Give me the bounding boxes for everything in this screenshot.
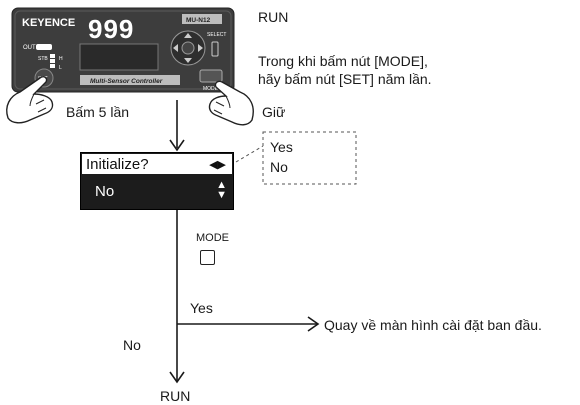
out-label: OUT (23, 45, 36, 51)
controller-label: Multi-Sensor Controller (90, 78, 163, 85)
option-yes: Yes (270, 139, 293, 155)
left-hand-icon (6, 76, 54, 124)
right-hand-icon (208, 80, 254, 126)
options-callout (262, 131, 357, 185)
no-label: No (123, 337, 141, 353)
press-five-label: Bấm 5 lần (66, 104, 130, 120)
dpad-up-icon[interactable] (184, 33, 192, 38)
mode-button-icon (200, 250, 215, 265)
yes-result-text: Quay về màn hình cài đặt ban đầu. (324, 317, 542, 333)
arrow-down-icon (169, 139, 185, 152)
state-top-run: RUN (258, 9, 289, 25)
display-value: 999 (88, 14, 134, 44)
dpad-right-icon[interactable] (198, 44, 203, 52)
dpad-left-icon[interactable] (173, 44, 178, 52)
up-down-arrows-icon: ▲▼ (216, 179, 227, 201)
mode-label-device: MODE (203, 86, 219, 92)
state-bottom-run: RUN (160, 388, 191, 404)
hold-label: Giữ (262, 104, 286, 120)
arrow-down-bottom-icon (169, 371, 185, 384)
instruction-line-1: Trong khi bấm nút [MODE], (258, 53, 428, 69)
select-button[interactable] (211, 41, 219, 57)
stb-label: STB (38, 56, 48, 62)
instruction-line-2: hãy bấm nút [SET] năm lần. (258, 71, 432, 87)
dpad-down-icon[interactable] (184, 58, 192, 63)
left-right-arrows-icon: ◀▶ (209, 159, 226, 171)
mode-button-device[interactable] (199, 69, 223, 83)
controller-illustration: KEYENCE 999 OUT STB H L SET Multi-Sensor… (6, 7, 254, 126)
yes-label: Yes (190, 300, 213, 316)
select-label: SELECT (207, 32, 226, 38)
h-label: H (59, 56, 63, 62)
prompt-row: Initialize? ◀▶ (82, 154, 232, 174)
out-indicator (36, 44, 52, 50)
l-label: L (59, 65, 62, 71)
display-panel (79, 43, 159, 71)
arrow-right-icon (307, 316, 320, 332)
mode-button-label: MODE (196, 232, 229, 244)
controller-label-bar (80, 75, 180, 85)
brand-logo: KEYENCE (22, 17, 75, 29)
prompt-text: Initialize? (86, 156, 149, 173)
model-label: MU-N12 (186, 17, 211, 24)
option-no: No (270, 159, 288, 175)
lcd-screen: Initialize? ◀▶ No ▲▼ (80, 152, 234, 210)
value-text: No (95, 183, 115, 200)
